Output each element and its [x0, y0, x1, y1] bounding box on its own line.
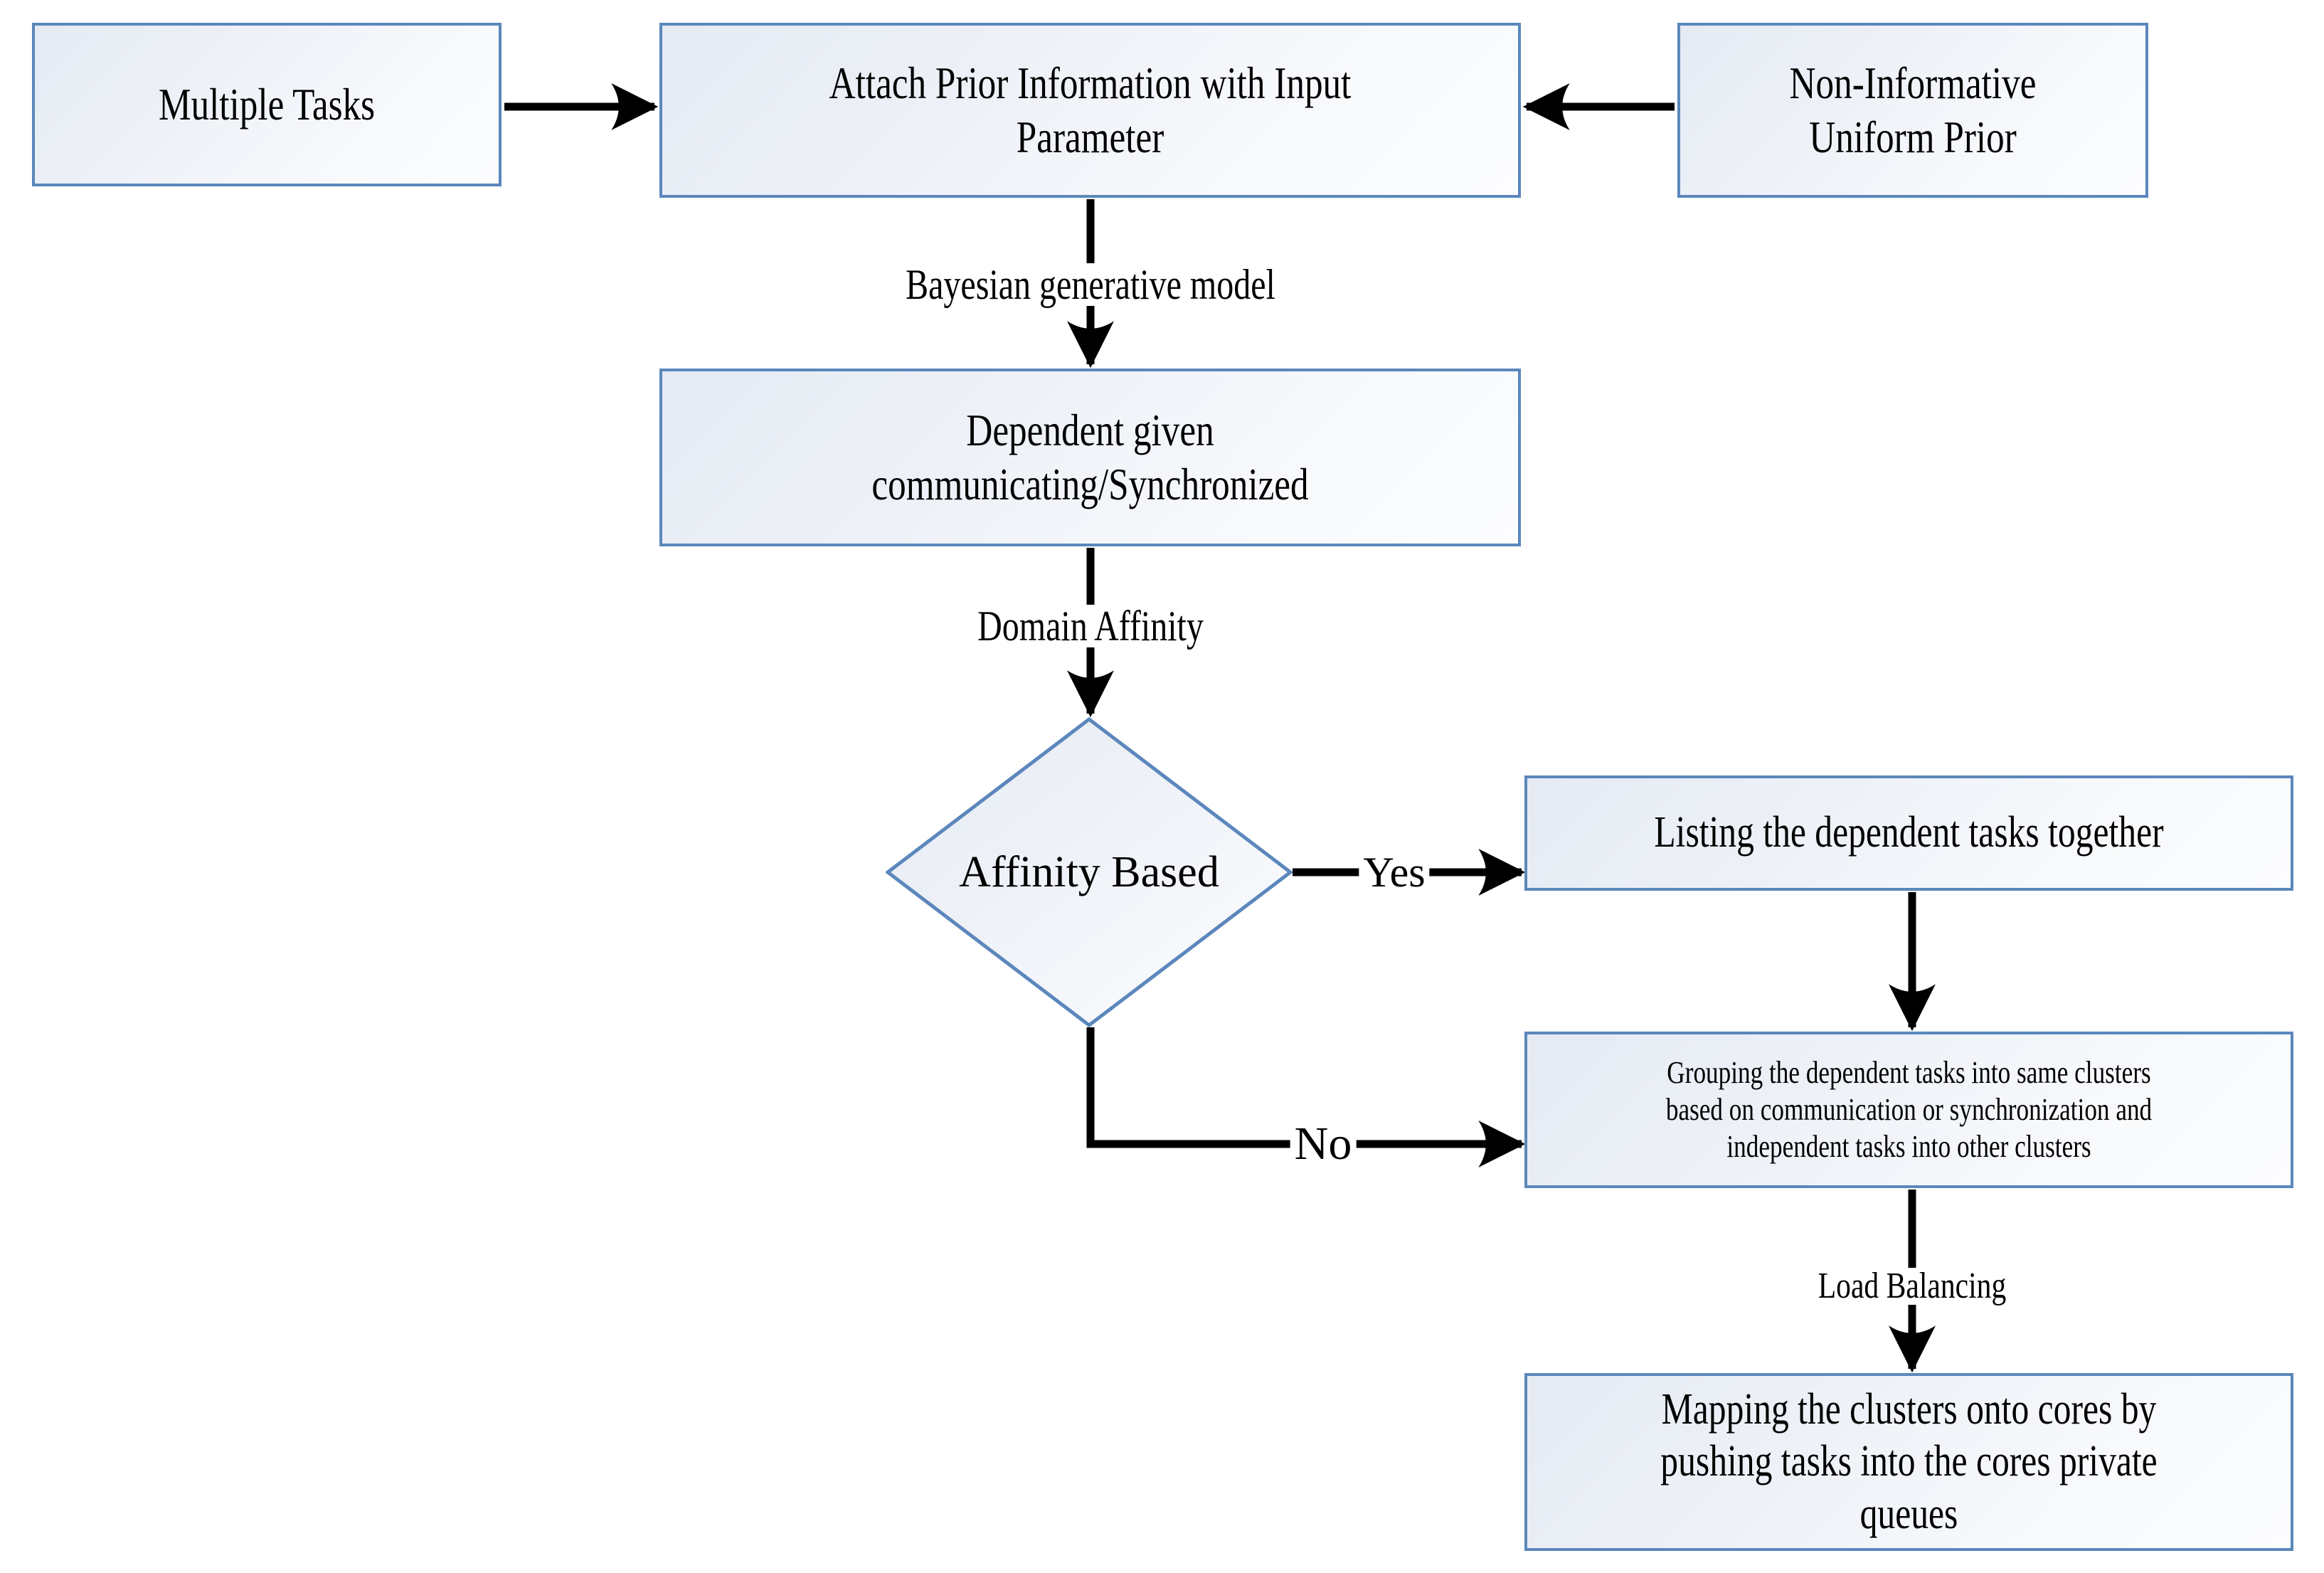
node-affinity-based-decision-label: Affinity Based [959, 847, 1219, 896]
edge-label-domain-affinity: Domain Affinity [945, 605, 1236, 647]
node-non-informative-uniform-prior[interactable]: Non-Informative Uniform Prior [1677, 23, 2148, 198]
node-multiple-tasks-label: Multiple Tasks [158, 79, 376, 130]
node-listing-dependent-tasks-label: Listing the dependent tasks together [1654, 808, 2164, 857]
node-dependent-given-communicating-label: Dependent given communicating/Synchroniz… [871, 405, 1309, 509]
node-attach-prior-information[interactable]: Attach Prior Information with Input Para… [659, 23, 1521, 198]
edge-label-load-balancing: Load Balancing [1790, 1268, 2034, 1305]
edge-label-bayesian-generative-model: Bayesian generative model [855, 263, 1326, 306]
node-mapping-clusters-onto-cores[interactable]: Mapping the clusters onto cores by pushi… [1524, 1373, 2293, 1551]
edge-label-yes: Yes [1359, 851, 1430, 894]
node-multiple-tasks[interactable]: Multiple Tasks [32, 23, 502, 186]
node-grouping-dependent-tasks[interactable]: Grouping the dependent tasks into same c… [1524, 1032, 2293, 1188]
node-non-informative-uniform-prior-label: Non-Informative Uniform Prior [1789, 58, 2037, 162]
node-grouping-dependent-tasks-label: Grouping the dependent tasks into same c… [1665, 1055, 2153, 1164]
edge-label-no: No [1290, 1121, 1357, 1167]
node-affinity-based-decision[interactable]: Affinity Based [886, 717, 1293, 1027]
node-mapping-clusters-onto-cores-label: Mapping the clusters onto cores by pushi… [1660, 1385, 2158, 1538]
diamond-shape [886, 717, 1293, 1027]
node-listing-dependent-tasks[interactable]: Listing the dependent tasks together [1524, 775, 2293, 891]
node-attach-prior-information-label: Attach Prior Information with Input Para… [829, 58, 1352, 162]
node-dependent-given-communicating[interactable]: Dependent given communicating/Synchroniz… [659, 369, 1521, 546]
